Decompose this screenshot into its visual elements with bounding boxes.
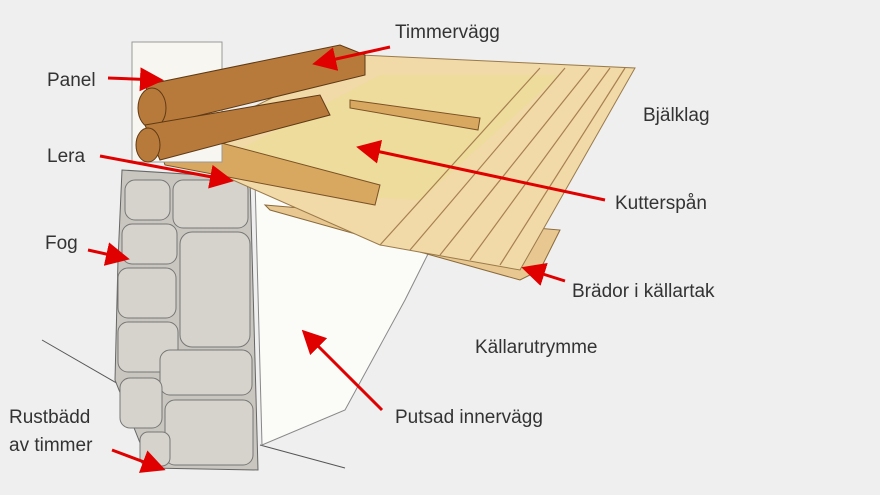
arrow-timmervagg bbox=[312, 45, 391, 71]
label-kallarutrymme: Källarutrymme bbox=[475, 337, 598, 358]
arrows bbox=[87, 45, 606, 473]
arrow-panel bbox=[107, 67, 164, 92]
label-rustbadd-2: av timmer bbox=[9, 435, 93, 456]
ground-line bbox=[41, 339, 121, 386]
label-panel: Panel bbox=[47, 70, 96, 91]
arrow-fog bbox=[87, 242, 130, 266]
label-timmervagg: Timmervägg bbox=[395, 22, 500, 43]
floor-board-lines bbox=[379, 67, 626, 266]
label-lera: Lera bbox=[47, 146, 86, 167]
label-brador: Brädor i källartak bbox=[572, 281, 715, 302]
label-kutterspan: Kutterspån bbox=[615, 193, 707, 214]
timber-logs bbox=[135, 44, 366, 163]
label-fog: Fog bbox=[45, 233, 78, 254]
arrow-putsad bbox=[301, 329, 384, 412]
stones bbox=[117, 179, 254, 467]
label-putsad: Putsad innervägg bbox=[395, 407, 543, 428]
arrow-rustbadd bbox=[111, 448, 166, 473]
arrow-kutterspan bbox=[356, 140, 606, 202]
arrow-lera bbox=[99, 154, 234, 189]
label-bjalklag: Bjälklag bbox=[643, 105, 710, 126]
arrow-brador bbox=[521, 262, 566, 286]
label-rustbadd-1: Rustbädd bbox=[9, 407, 91, 428]
